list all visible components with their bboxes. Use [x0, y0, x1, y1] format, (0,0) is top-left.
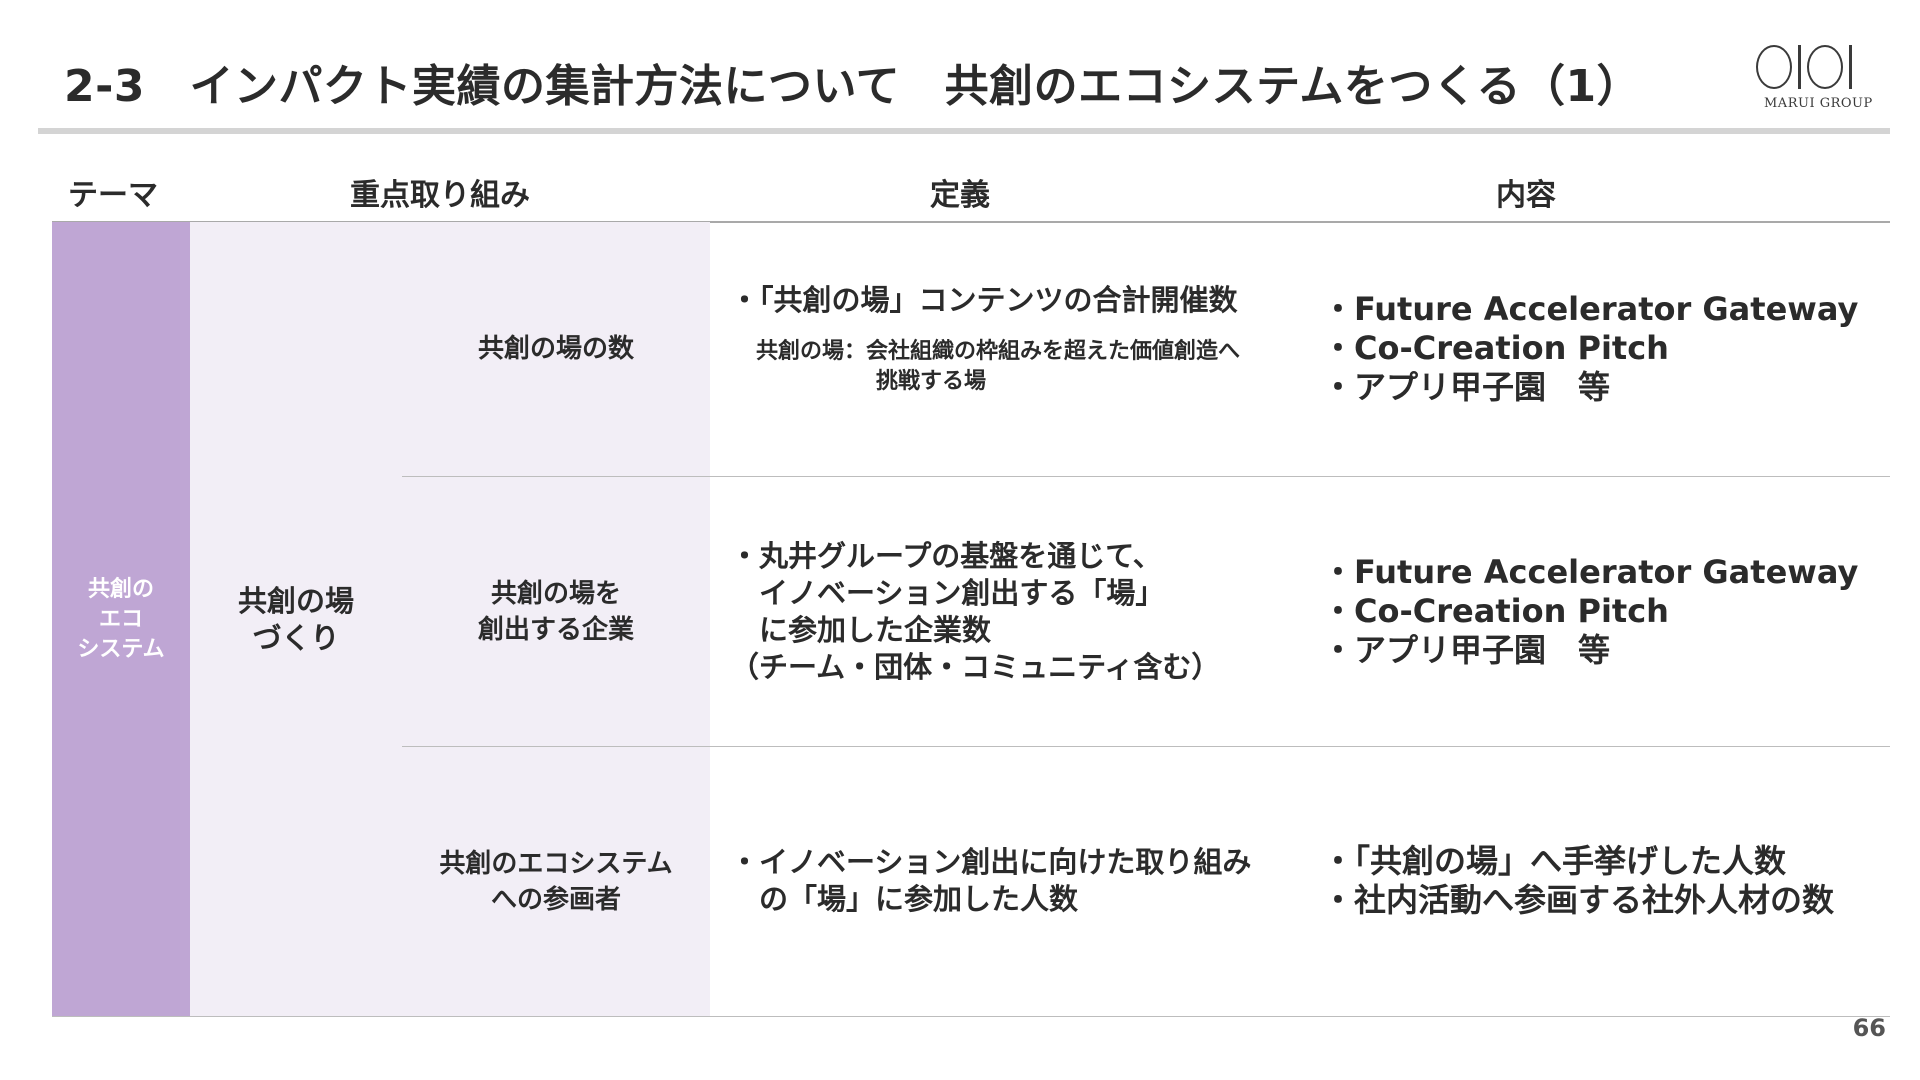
- definition-line: ・丸井グループの基盤を通じて、: [730, 539, 1162, 573]
- content-line: ・Co-Creation Pitch: [1322, 592, 1669, 630]
- row-content: ・Future Accelerator Gateway ・Co-Creation…: [1322, 553, 1882, 670]
- definition-note: 共創の場：会社組織の枠組みを超えた価値創造へ 挑戦する場: [730, 337, 1290, 397]
- column-header-content: 内容: [1496, 178, 1556, 213]
- row-label: 共創のエコシステム への参画者: [439, 848, 673, 915]
- page-number: 66: [1852, 1014, 1886, 1042]
- content-line: ・社内活動へ参画する社外人材の数: [1322, 881, 1835, 919]
- focus-label: 共創の場 づくり: [237, 583, 354, 655]
- content-line: ・Future Accelerator Gateway: [1322, 553, 1859, 591]
- theme-label: 共創の エコ システム: [77, 576, 165, 662]
- row-label: 共創の場の数: [477, 334, 634, 364]
- row-definition: ・イノベーション創出に向けた取り組み の「場」に参加した人数: [730, 844, 1290, 918]
- title-divider: [38, 128, 1890, 134]
- definition-line: イノベーション創出する「場」: [730, 576, 1165, 610]
- table-row-label: 共創の場を 創出する企業: [402, 477, 710, 746]
- row-definition: ・丸井グループの基盤を通じて、 イノベーション創出する「場」 に参加した企業数 …: [730, 538, 1290, 686]
- definition-line: に参加した企業数: [730, 613, 992, 647]
- row-divider: [402, 476, 1890, 477]
- logo-text: MARUI GROUP: [1764, 96, 1873, 111]
- content-line: ・「共創の場」へ手挙げした人数: [1322, 842, 1787, 880]
- theme-cell: 共創の エコ システム: [52, 222, 190, 1017]
- note-line: 共創の場：会社組織の枠組みを超えた価値創造へ: [756, 339, 1241, 364]
- definition-line: ・「共創の場」コンテンツの合計開催数: [730, 283, 1238, 317]
- oioi-logo-icon: [1756, 44, 1886, 90]
- table-bottom-divider: [52, 1016, 1890, 1017]
- row-content: ・Future Accelerator Gateway ・Co-Creation…: [1322, 290, 1882, 407]
- content-line: ・アプリ甲子園 等: [1322, 368, 1611, 406]
- marui-group-logo: MARUI GROUP: [1756, 44, 1886, 116]
- definition-line: ・イノベーション創出に向けた取り組み: [730, 845, 1252, 879]
- column-header-focus: 重点取り組み: [350, 178, 530, 213]
- page-title: 2-3 インパクト実績の集計方法について 共創のエコシステムをつくる（1）: [64, 61, 1642, 112]
- table-row-label: 共創のエコシステム への参画者: [402, 747, 710, 1016]
- content-line: ・アプリ甲子園 等: [1322, 631, 1611, 669]
- definition-line: （チーム・団体・コミュニティ含む）: [730, 650, 1221, 684]
- content-line: ・Future Accelerator Gateway: [1322, 290, 1859, 328]
- column-header-definition: 定義: [930, 178, 990, 213]
- definition-line: の「場」に参加した人数: [730, 882, 1079, 916]
- row-content: ・「共創の場」へ手挙げした人数 ・社内活動へ参画する社外人材の数: [1322, 842, 1882, 920]
- header-divider: [52, 221, 1890, 223]
- row-label: 共創の場を 創出する企業: [477, 578, 634, 645]
- table-row-label: 共創の場の数: [402, 222, 710, 476]
- focus-cell: 共創の場 づくり: [190, 222, 402, 1017]
- row-definition: ・「共創の場」コンテンツの合計開催数 共創の場：会社組織の枠組みを超えた価値創造…: [730, 282, 1290, 397]
- note-line: 挑戦する場: [876, 369, 987, 394]
- content-line: ・Co-Creation Pitch: [1322, 329, 1669, 367]
- row-divider: [402, 746, 1890, 747]
- column-header-theme: テーマ: [68, 178, 158, 213]
